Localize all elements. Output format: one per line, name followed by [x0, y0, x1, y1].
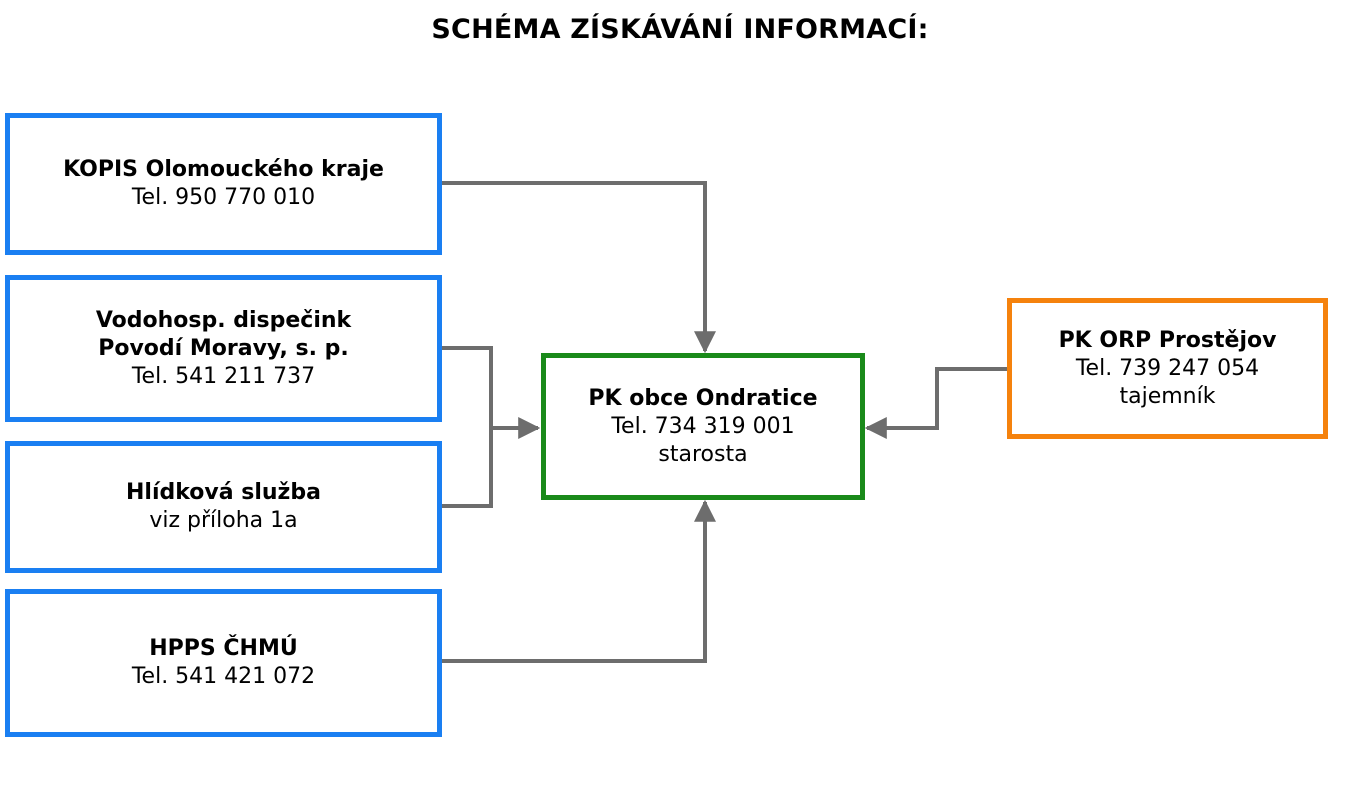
node-orp-name: PK ORP Prostějov: [1058, 327, 1277, 353]
node-chmu-name: HPPS ČHMÚ: [149, 636, 298, 661]
edge-kopis-to-obec: [442, 181, 716, 354]
node-povodi-name-line1: Vodohosp. dispečink: [95, 307, 352, 333]
node-orp-phone: Tel. 739 247 054: [1075, 355, 1260, 381]
node-povodi: Vodohosp. dispečink Povodí Moravy, s. p.…: [5, 275, 442, 422]
node-povodi-phone: Tel. 541 211 737: [131, 363, 316, 389]
node-obec-phone: Tel. 734 319 001: [611, 413, 795, 439]
page-title: SCHÉMA ZÍSKÁVÁNÍ INFORMACÍ:: [431, 14, 929, 45]
node-orp-role: tajemník: [1119, 383, 1216, 409]
node-kopis-name: KOPIS Olomouckého kraje: [63, 157, 384, 182]
node-chmu: HPPS ČHMÚ Tel. 541 421 072: [5, 589, 442, 737]
node-povodi-name-line2: Povodí Moravy, s. p.: [98, 335, 349, 361]
node-hlidka-name: Hlídková služba: [126, 480, 321, 505]
node-obec-name: PK obce Ondratice: [588, 385, 818, 411]
node-hlidka: Hlídková služba viz příloha 1a: [5, 441, 442, 573]
edge-orp-to-obec: [864, 367, 1007, 439]
edge-povodi-to-obec: [442, 346, 493, 428]
node-kopis-phone: Tel. 950 770 010: [131, 185, 316, 210]
node-obec: PK obce Ondratice Tel. 734 319 001 staro…: [541, 353, 865, 500]
node-obec-role: starosta: [658, 441, 748, 467]
node-chmu-phone: Tel. 541 421 072: [131, 664, 316, 689]
node-kopis: KOPIS Olomouckého kraje Tel. 950 770 010: [5, 113, 442, 255]
node-hlidka-note: viz příloha 1a: [149, 508, 298, 533]
node-orp: PK ORP Prostějov Tel. 739 247 054 tajemn…: [1007, 298, 1328, 439]
edge-chmu-to-obec: [442, 499, 716, 663]
edge-hlidka-to-obec: [442, 417, 541, 508]
